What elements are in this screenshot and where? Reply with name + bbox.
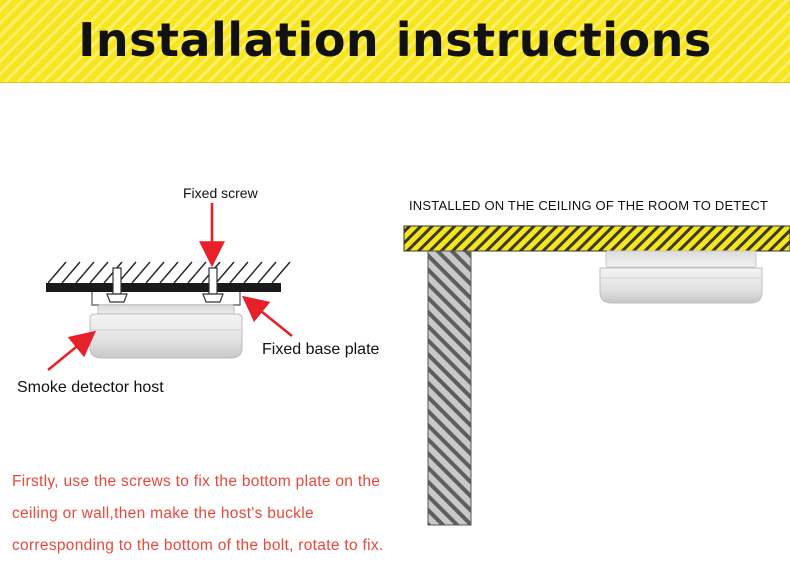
instruction-text: Firstly, use the screws to fix the botto… (12, 466, 432, 562)
wall-column (427, 250, 472, 526)
smoke-detector-host-label: Smoke detector host (17, 379, 164, 396)
ceiling-slab (403, 225, 790, 252)
fixed-base-plate-label: Fixed base plate (262, 341, 380, 358)
screw-left (106, 267, 128, 303)
screw-right (202, 267, 224, 303)
instruction-line-2: ceiling or wall,then make the host's buc… (12, 505, 314, 522)
arrow-base-plate (241, 295, 293, 338)
smoke-detector-host-right (599, 250, 763, 304)
arrow-host (47, 330, 97, 372)
fixed-screw-label: Fixed screw (183, 185, 258, 201)
ceiling-bar (46, 283, 281, 292)
ceiling-installation-label: INSTALLED ON THE CEILING OF THE ROOM TO … (409, 198, 769, 213)
ceiling-hatch (47, 261, 291, 284)
header-banner: Installation instructions (0, 0, 790, 83)
instruction-line-3: corresponding to the bottom of the bolt,… (12, 537, 384, 554)
smoke-detector-host-left (89, 304, 243, 359)
instruction-line-1: Firstly, use the screws to fix the botto… (12, 473, 381, 490)
page-title: Installation instructions (78, 13, 712, 67)
